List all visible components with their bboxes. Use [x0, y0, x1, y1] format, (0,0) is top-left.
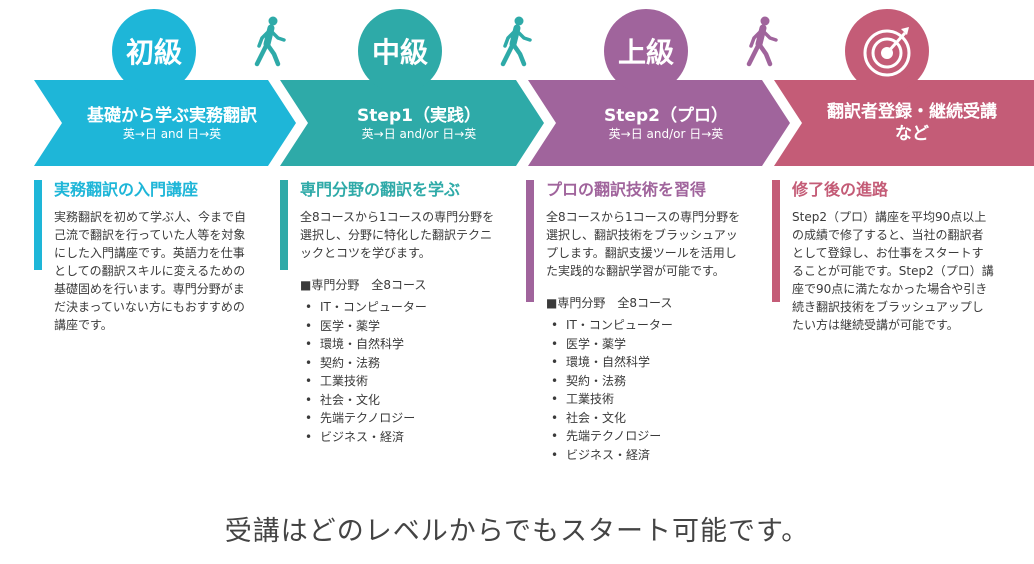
- list-item: 先端テクノロジー: [300, 409, 495, 428]
- walking-person-icon: [500, 16, 532, 67]
- level-title-suffix: など: [895, 124, 929, 144]
- list-item: 医学・薬学: [300, 317, 495, 336]
- accent-bar: [34, 180, 42, 270]
- column-beginner: 実務翻訳の入門講座 実務翻訳を初めて学ぶ人、今まで自己流で翻訳を行っていた人等を…: [34, 180, 249, 334]
- list-item: 社会・文化: [300, 391, 495, 410]
- level-language-pair: 英→日 and/or 日→英: [608, 126, 724, 141]
- list-item: 医学・薬学: [546, 335, 741, 354]
- fields-label: ■専門分野 全8コース: [546, 296, 673, 310]
- banner-label-intermediate: Step1（実践） 英→日 and/or 日→英: [308, 80, 530, 166]
- banner-label-advanced: Step2（プロ） 英→日 and/or 日→英: [556, 80, 776, 166]
- column-after-completion: 修了後の進路 Step2（プロ）講座を平均90点以上の成績で修了すると、当社の翻…: [772, 180, 994, 334]
- fields-list: IT・コンピューター 医学・薬学 環境・自然科学 契約・法務 工業技術 社会・文…: [300, 298, 495, 446]
- banner-segment-after: [774, 80, 1034, 166]
- list-item: 社会・文化: [546, 409, 741, 428]
- column-description: Step2（プロ）講座を平均90点以上の成績で修了すると、当社の翻訳者として登録…: [792, 210, 994, 332]
- column-heading: プロの翻訳技術を習得: [546, 180, 707, 199]
- banner-segment-advanced: [528, 80, 790, 166]
- level-title: Step2（プロ）: [604, 105, 728, 126]
- fields-label: ■専門分野 全8コース: [300, 278, 427, 292]
- level-language-pair: 英→日 and 日→英: [122, 126, 222, 141]
- column-advanced: プロの翻訳技術を習得 全8コースから1コースの専門分野を選択し、翻訳技術をブラッ…: [526, 180, 741, 464]
- column-description: 全8コースから1コースの専門分野を選択し、翻訳技術をブラッシュアップします。翻訳…: [546, 210, 741, 278]
- column-description: 実務翻訳を初めて学ぶ人、今まで自己流で翻訳を行っていた人等を対象にした入門講座で…: [54, 210, 247, 332]
- walking-person-icon: [746, 16, 778, 67]
- accent-bar: [280, 180, 288, 270]
- list-item: 環境・自然科学: [300, 335, 495, 354]
- column-description: 全8コースから1コースの専門分野を選択し、分野に特化した翻訳テクニックとコツを学…: [300, 210, 495, 260]
- column-heading: 実務翻訳の入門講座: [54, 180, 199, 199]
- banner-segment-beginner: [34, 80, 296, 166]
- list-item: IT・コンピューター: [546, 316, 741, 335]
- fields-list: IT・コンピューター 医学・薬学 環境・自然科学 契約・法務 工業技術 社会・文…: [546, 316, 741, 464]
- list-item: 環境・自然科学: [546, 353, 741, 372]
- column-heading: 専門分野の翻訳を学ぶ: [300, 180, 461, 199]
- walking-person-icon: [254, 16, 286, 67]
- target-icon: [845, 9, 929, 93]
- list-item: 契約・法務: [300, 354, 495, 373]
- level-title: 翻訳者登録・継続受講: [827, 102, 997, 122]
- footer-note: 受講はどのレベルからでもスタート可能です。: [224, 516, 810, 547]
- list-item: 工業技術: [300, 372, 495, 391]
- banner-segment-intermediate: [280, 80, 544, 166]
- column-intermediate: 専門分野の翻訳を学ぶ 全8コースから1コースの専門分野を選択し、分野に特化した翻…: [280, 180, 495, 446]
- badge-intermediate: 中級: [358, 9, 442, 93]
- accent-bar: [772, 180, 780, 302]
- list-item: IT・コンピューター: [300, 298, 495, 317]
- banner-label-beginner: 基礎から学ぶ実務翻訳 英→日 and 日→英: [62, 80, 282, 166]
- badge-beginner: 初級: [112, 9, 196, 93]
- list-item: 先端テクノロジー: [546, 427, 741, 446]
- level-language-pair: 英→日 and/or 日→英: [361, 126, 477, 141]
- level-banner: [34, 80, 1034, 166]
- list-item: 契約・法務: [546, 372, 741, 391]
- list-item: ビジネス・経済: [300, 428, 495, 447]
- list-item: 工業技術: [546, 390, 741, 409]
- column-heading: 修了後の進路: [792, 180, 889, 199]
- list-item: ビジネス・経済: [546, 446, 741, 465]
- level-title: Step1（実践）: [357, 105, 481, 126]
- level-title: 基礎から学ぶ実務翻訳: [87, 105, 257, 126]
- banner-label-after: 翻訳者登録・継続受講 など: [800, 80, 1024, 166]
- badge-advanced: 上級: [604, 9, 688, 93]
- accent-bar: [526, 180, 534, 302]
